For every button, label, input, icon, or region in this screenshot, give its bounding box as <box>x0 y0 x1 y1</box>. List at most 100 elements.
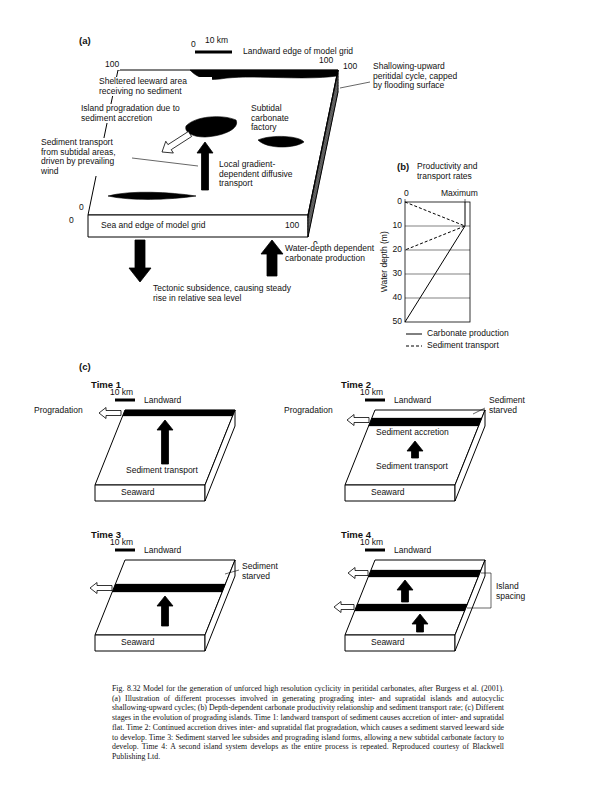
chart-frame <box>405 202 470 322</box>
axis-tick-label: 40 <box>392 293 403 303</box>
annotation-label: Seaward <box>120 638 156 648</box>
annotation-label: 10 km <box>109 538 134 548</box>
annotation-label: 0 <box>403 189 410 199</box>
hollow-arrow <box>348 568 368 579</box>
annotation-label: Progradation <box>33 406 84 416</box>
panel-front <box>95 635 205 651</box>
annotation-label: 100 <box>104 60 120 70</box>
grid-line <box>405 226 470 227</box>
legend-label: Carbonate production <box>426 329 510 339</box>
grid-line <box>405 274 470 275</box>
model-grid-side <box>308 70 338 237</box>
legend-label: Sediment transport <box>426 341 500 351</box>
annotation-label: 100 <box>284 221 300 231</box>
axis-tick-label: 50 <box>392 317 403 327</box>
annotation-label: Sediment transport from subtidal areas, … <box>40 138 132 176</box>
annotation-label: Landward <box>393 546 432 556</box>
legend-sample <box>406 346 422 347</box>
panel-side <box>205 560 235 651</box>
axis-tick-label: 10 <box>392 221 403 231</box>
annotation-label: Local gradient-dependent diffusive trans… <box>218 160 312 189</box>
panel-front <box>345 485 455 501</box>
annotation-label: Sheltered leeward area receiving no sedi… <box>98 77 212 96</box>
figure-caption: Fig. 8.32 Model for the generation of un… <box>112 684 504 762</box>
island-band <box>123 410 235 416</box>
island-band <box>369 418 482 426</box>
scale-bar <box>115 399 135 402</box>
annotation-label: Productivity and transport rates <box>416 162 498 181</box>
annotation-label: Landward <box>143 396 182 406</box>
carbonate-production-curve <box>405 202 465 322</box>
annotation-label: Sediment transport <box>375 462 449 472</box>
leader-line <box>473 408 485 414</box>
transport-arrow <box>412 614 428 632</box>
annotation-label: Sediment accretion <box>375 428 450 438</box>
scale-bar <box>365 399 385 402</box>
annotation-label: Shallowing-upward peritidal cycle, cappe… <box>372 62 462 91</box>
annotation-label: Seaward <box>120 488 156 498</box>
leader-line <box>467 573 491 608</box>
annotation-label: Sea and edge of model grid <box>100 221 206 231</box>
island <box>258 136 304 147</box>
grid-line <box>405 250 470 251</box>
panel-label: (c) <box>78 362 92 373</box>
hollow-arrow <box>90 583 112 594</box>
annotation-label: Tectonic subsidence, causing steady rise… <box>152 284 304 303</box>
annotation-label: 0 <box>68 216 75 226</box>
annotation-label: 10 km <box>359 388 384 398</box>
leader-line <box>225 570 239 574</box>
transport-arrow <box>157 596 173 626</box>
annotation-label: Progradation <box>283 406 334 416</box>
sediment-transport-curve <box>405 202 465 250</box>
annotation-label: Maximum <box>440 189 479 199</box>
annotation-label: 10 km <box>359 538 384 548</box>
annotation-label: Island spacing <box>495 582 539 601</box>
transport-arrow <box>397 580 413 602</box>
landward-island <box>190 70 338 79</box>
island <box>186 117 237 137</box>
hollow-arrow <box>347 415 369 426</box>
annotation-label: Landward <box>143 546 182 556</box>
annotation-label: 10 km <box>204 36 229 46</box>
axis-tick-label: 0 <box>396 197 403 207</box>
cycle-layer <box>308 76 338 221</box>
annotation-label: 0 <box>190 40 197 50</box>
annotation-label: 100 <box>318 56 334 66</box>
annotation-label: Landward <box>393 396 432 406</box>
legend-sample <box>406 334 422 335</box>
annotation-label: Sediment starved <box>241 562 285 581</box>
transport-arrow <box>129 240 151 282</box>
annotation-label: Island progradation due to sediment accr… <box>80 104 182 123</box>
leader-line <box>132 158 198 166</box>
scale-bar <box>115 549 135 552</box>
model-grid-front <box>88 215 308 237</box>
scale-bar <box>365 549 385 552</box>
panel-label: (b) <box>396 162 410 173</box>
axis-tick-label: 30 <box>392 269 403 279</box>
scale-bar <box>195 51 232 54</box>
hollow-arrow <box>334 602 354 613</box>
hollow-arrow <box>99 408 121 419</box>
leader-line <box>340 82 370 88</box>
panel-front <box>95 485 205 501</box>
panel-front <box>345 635 455 651</box>
annotation-label: Water depth (m) <box>380 230 390 293</box>
panel-side <box>205 410 235 501</box>
island <box>108 192 196 199</box>
transport-arrow <box>407 441 423 458</box>
annotation-label: Seaward <box>370 638 406 648</box>
axis-tick-label: 20 <box>392 245 403 255</box>
annotation-label: Seaward <box>370 488 406 498</box>
annotation-label: 0 <box>78 203 85 213</box>
axis-tick <box>405 198 406 202</box>
panel-label: (a) <box>78 36 92 47</box>
annotation-label: Sediment transport <box>125 466 199 476</box>
annotation-label: 100 <box>342 62 358 72</box>
transport-arrow <box>157 420 173 464</box>
annotation-label: Subtidal carbonate factory <box>250 104 316 133</box>
island-band <box>112 584 225 592</box>
transport-arrow <box>197 142 213 190</box>
island-band <box>355 604 468 611</box>
annotation-label: Water-depth dependent carbonate producti… <box>284 244 386 263</box>
